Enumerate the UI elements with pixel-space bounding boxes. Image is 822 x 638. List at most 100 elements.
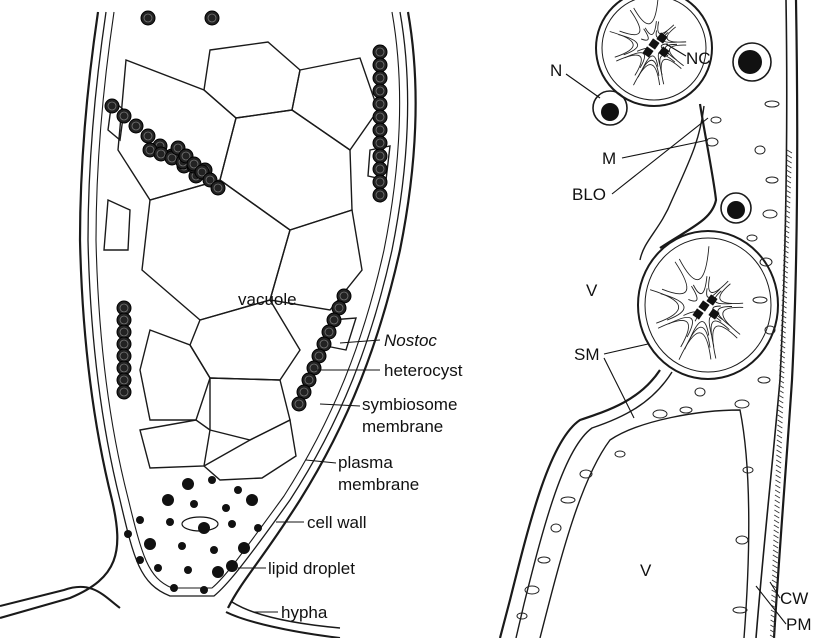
wall-hatch: [782, 295, 787, 298]
label-v-bottom: V: [640, 561, 652, 580]
wall-hatch: [774, 530, 779, 533]
nostoc-cell: [211, 181, 225, 195]
vesicle: [763, 210, 777, 218]
lipid-droplet: [246, 494, 258, 506]
wall-hatch: [774, 525, 779, 528]
wall-hatch: [772, 570, 777, 573]
wall-hatch: [782, 300, 787, 303]
wall-hatch: [775, 505, 780, 508]
vesicle: [747, 235, 757, 241]
lipid-droplet: [222, 504, 230, 512]
thylakoid: [650, 290, 679, 324]
thylakoid: [658, 21, 674, 33]
wall-hatch: [772, 580, 777, 583]
symbiosome-membrane-path: [660, 104, 716, 248]
nostoc-cell: [292, 397, 306, 411]
wall-hatch: [782, 305, 787, 308]
thylakoid: [610, 31, 633, 57]
wall-hatch: [772, 565, 777, 568]
lipid-droplet: [124, 530, 132, 538]
leader-symbiosome: [320, 404, 360, 406]
thylakoid: [660, 55, 675, 75]
thylakoid: [616, 55, 641, 75]
thylakoid: [720, 284, 743, 304]
vesicle: [561, 497, 575, 503]
nostoc-cell: [205, 11, 219, 25]
nostoc-cell: [141, 129, 155, 143]
nucleoid-granule: [698, 300, 709, 311]
lipid-droplet: [210, 546, 218, 554]
wall-hatch: [777, 450, 782, 453]
nostoc-chain-top: [141, 11, 219, 25]
leader-n: [566, 74, 600, 98]
wall-hatch: [774, 535, 779, 538]
nostoc-cell: [373, 84, 387, 98]
label-lipid-droplet: lipid droplet: [268, 559, 355, 578]
label-v-top: V: [586, 281, 598, 300]
wall-hatch: [775, 495, 780, 498]
nostoc-cell: [373, 97, 387, 111]
lipid-droplet: [228, 520, 236, 528]
wall-hatch: [778, 405, 783, 408]
wall-hatch: [778, 420, 783, 423]
vesicle: [753, 297, 767, 303]
label-plasma-line1: plasma: [338, 453, 393, 472]
wall-hatch: [775, 500, 780, 503]
leader-m: [622, 140, 708, 158]
leader-blo: [612, 118, 708, 194]
thylakoid: [667, 27, 686, 42]
wall-hatch: [776, 475, 781, 478]
nostoc-cell: [373, 175, 387, 189]
vacuole-lower-boundary: [540, 410, 749, 638]
wall-hatch: [787, 155, 792, 158]
lipid-droplet: [234, 486, 242, 494]
vesicle: [551, 524, 561, 532]
nucleoid-upper: [610, 0, 686, 85]
hypha-left: [0, 587, 120, 608]
wall-hatch: [778, 400, 783, 403]
nostoc-cell: [373, 188, 387, 202]
right-panel-tem: [500, 0, 797, 638]
label-cell-wall: cell wall: [307, 513, 367, 532]
nostoc-cell: [373, 110, 387, 124]
wall-hatch: [776, 470, 781, 473]
label-sm: SM: [574, 345, 600, 364]
nostoc-cell: [373, 162, 387, 176]
wall-hatch: [773, 545, 778, 548]
nostoc-cell: [373, 136, 387, 150]
label-pm: PM: [786, 615, 812, 634]
lipid-droplet: [198, 522, 210, 534]
right-labels: N NC M BLO V SM V CW PM: [550, 44, 812, 634]
label-blo: BLO: [572, 185, 606, 204]
lipid-droplet: [154, 564, 162, 572]
lipid-droplet: [144, 538, 156, 550]
wall-hatch: [777, 435, 782, 438]
wall-hatch: [776, 465, 781, 468]
nostoc-chain-lower: [292, 289, 351, 411]
nostoc-cell: [117, 385, 131, 399]
nucleus-n-core: [601, 103, 619, 121]
vesicle: [755, 146, 765, 154]
lipid-droplet: [190, 500, 198, 508]
wall-hatch: [772, 575, 777, 578]
wall-hatch: [777, 425, 782, 428]
nostoc-cell: [373, 45, 387, 59]
vesicle: [711, 117, 721, 123]
lipid-droplet: [136, 516, 144, 524]
vesicle: [653, 410, 667, 418]
label-vacuole: vacuole: [238, 290, 297, 309]
wall-hatch: [774, 520, 779, 523]
lipid-droplet: [182, 478, 194, 490]
label-nostoc: Nostoc: [384, 331, 437, 350]
vesicle: [538, 557, 550, 563]
thylakoid: [713, 326, 738, 359]
vesicle: [695, 388, 705, 396]
lipid-droplet: [212, 566, 224, 578]
lipid-droplet: [170, 584, 178, 592]
label-cw: CW: [780, 589, 808, 608]
thylakoid: [723, 307, 743, 334]
vesicle: [680, 407, 692, 413]
lipid-droplet: [162, 494, 174, 506]
lipid-droplet: [200, 586, 208, 594]
